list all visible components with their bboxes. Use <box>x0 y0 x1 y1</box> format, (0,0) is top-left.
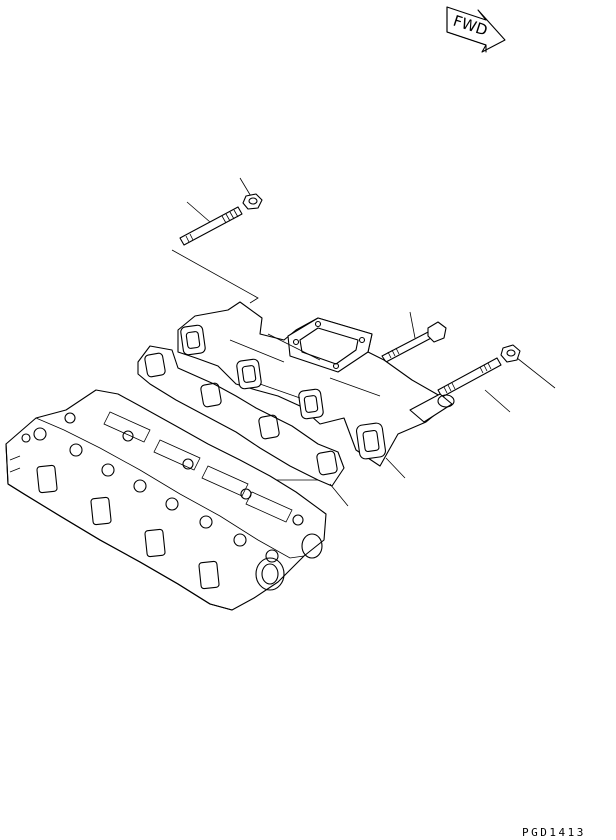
gasket-icon <box>137 345 349 507</box>
cylinder-head-icon <box>5 389 327 611</box>
drawing-code: PGD1413 <box>522 826 586 839</box>
bolt-upper-icon <box>381 311 447 363</box>
exhaust-manifold-icon <box>177 301 455 479</box>
nut-right-icon <box>500 344 556 389</box>
nut-upper-icon <box>239 177 263 210</box>
stud-upper-icon <box>171 201 259 304</box>
fwd-direction-badge: FWD <box>446 6 506 53</box>
